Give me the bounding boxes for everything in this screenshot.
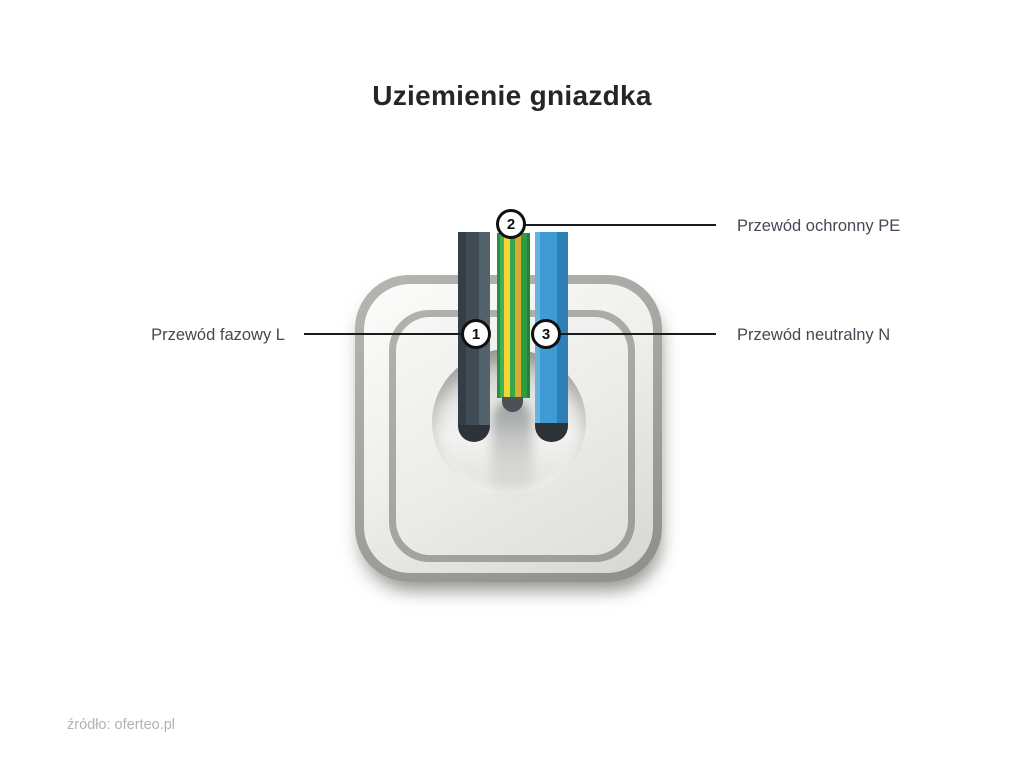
marker-3-number: 3 bbox=[541, 325, 551, 343]
pe-wire-tip bbox=[502, 397, 523, 412]
marker-2-number: 2 bbox=[506, 215, 516, 233]
callout-line-neutral bbox=[559, 333, 716, 335]
callout-line-pe bbox=[524, 224, 716, 226]
marker-1-number: 1 bbox=[471, 325, 481, 343]
marker-1: 1 bbox=[461, 319, 491, 349]
source-credit: źródło: oferteo.pl bbox=[67, 717, 176, 733]
callout-line-phase bbox=[304, 333, 464, 335]
pe-wire bbox=[497, 233, 530, 398]
phase-wire-tip bbox=[458, 425, 490, 442]
recess-pin-shadow bbox=[492, 400, 532, 500]
label-neutral-wire: Przewód neutralny N bbox=[737, 326, 891, 344]
page-title: Uziemienie gniazdka bbox=[372, 80, 652, 111]
marker-2: 2 bbox=[496, 209, 526, 239]
label-pe-wire: Przewód ochronny PE bbox=[737, 217, 901, 235]
neutral-wire-tip bbox=[535, 423, 568, 442]
marker-3: 3 bbox=[531, 319, 561, 349]
label-phase-wire: Przewód fazowy L bbox=[151, 326, 285, 344]
